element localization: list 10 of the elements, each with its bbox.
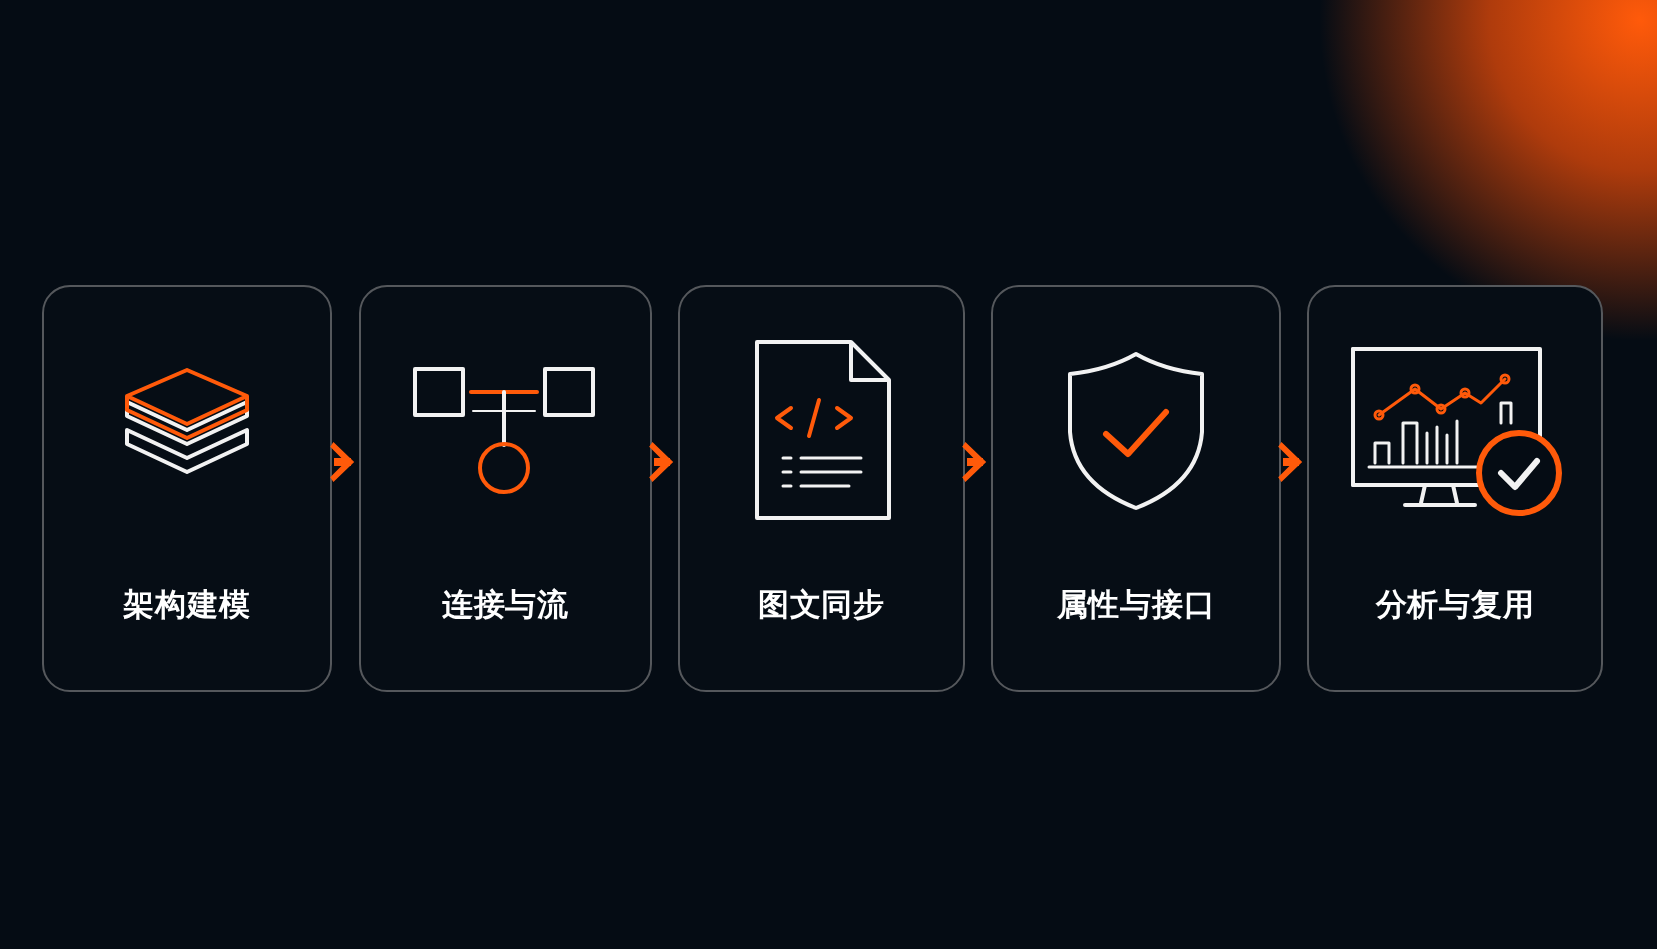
step-card [1307, 285, 1603, 692]
step-card [991, 285, 1281, 692]
step-label: 属性与接口 [1056, 585, 1216, 624]
step-label: 连接与流 [441, 585, 570, 624]
step-label: 架构建模 [123, 585, 251, 624]
step-label: 图文同步 [757, 585, 886, 624]
step-card [359, 285, 652, 692]
step-card [678, 285, 965, 692]
step-card [42, 285, 332, 692]
step-label: 分析与复用 [1375, 585, 1535, 624]
